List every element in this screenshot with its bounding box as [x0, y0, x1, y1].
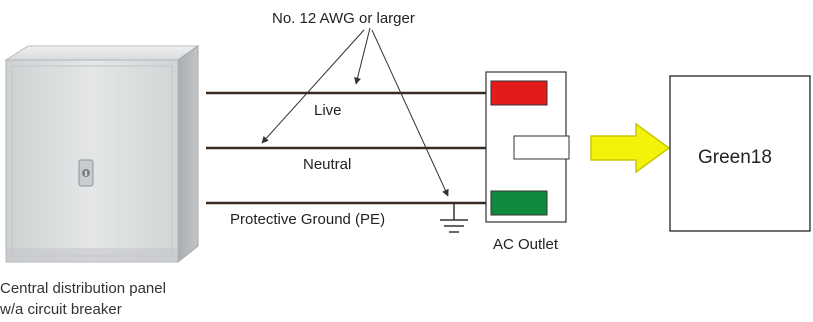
green18-device-box	[669, 75, 811, 232]
ground-terminal	[490, 190, 548, 216]
ac-outlet-label: AC Outlet	[493, 236, 559, 253]
ground-symbol-icon	[440, 203, 468, 233]
panel-caption: Central distribution panel w/a circuit b…	[0, 278, 260, 320]
device-label: Green18	[698, 147, 772, 168]
neutral-terminal	[513, 135, 570, 160]
gauge-pointer-arrows	[261, 27, 449, 197]
panel-caption-line1: Central distribution panel	[0, 280, 166, 297]
wire-gauge-label: No. 12 AWG or larger	[272, 10, 415, 27]
live-label: Live	[314, 102, 342, 119]
panel-lock-icon	[78, 159, 94, 187]
ground-label: Protective Ground (PE)	[230, 211, 385, 228]
yellow-right-arrow-icon	[590, 122, 671, 174]
electrical-cabinet-icon	[4, 45, 200, 264]
neutral-label: Neutral	[303, 156, 351, 173]
live-terminal	[490, 80, 548, 106]
panel-caption-line2: w/a circuit breaker	[0, 301, 122, 318]
